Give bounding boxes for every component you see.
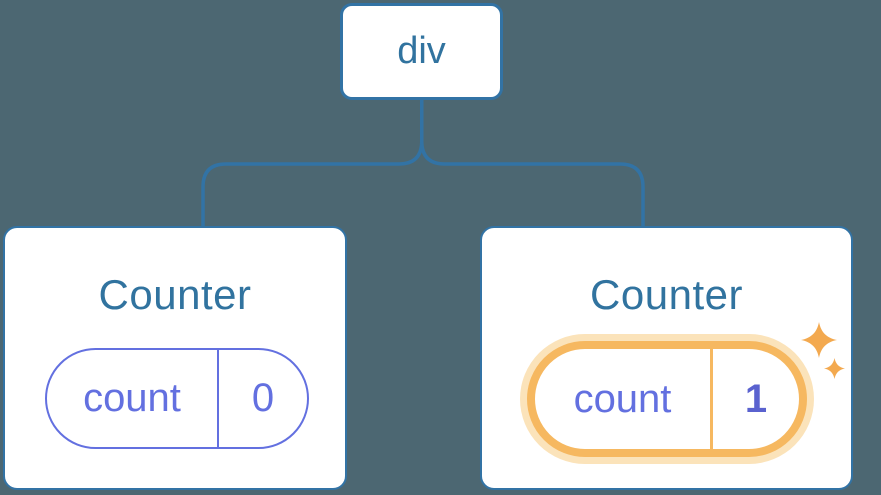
connector-left-branch <box>201 99 424 228</box>
sparkle-icon <box>801 322 837 358</box>
root-node-div: div <box>340 3 503 100</box>
root-node-label: div <box>397 30 446 72</box>
counter-card-right: Counter count 1 <box>480 226 853 490</box>
state-key-label: count <box>47 350 219 447</box>
connector-right-branch <box>420 140 645 228</box>
state-value-label: 1 <box>744 376 768 421</box>
counter-card-left: Counter count 0 <box>3 226 347 490</box>
state-key-label: count <box>535 349 713 449</box>
state-pill-count-1-highlighted: count 1 <box>527 341 807 457</box>
counter-card-left-title: Counter <box>98 271 252 318</box>
state-value-label: 0 <box>251 376 275 420</box>
state-pill-count-0: count 0 <box>45 348 309 449</box>
counter-card-right-title: Counter <box>590 271 743 318</box>
sparkle-icon <box>824 358 845 379</box>
